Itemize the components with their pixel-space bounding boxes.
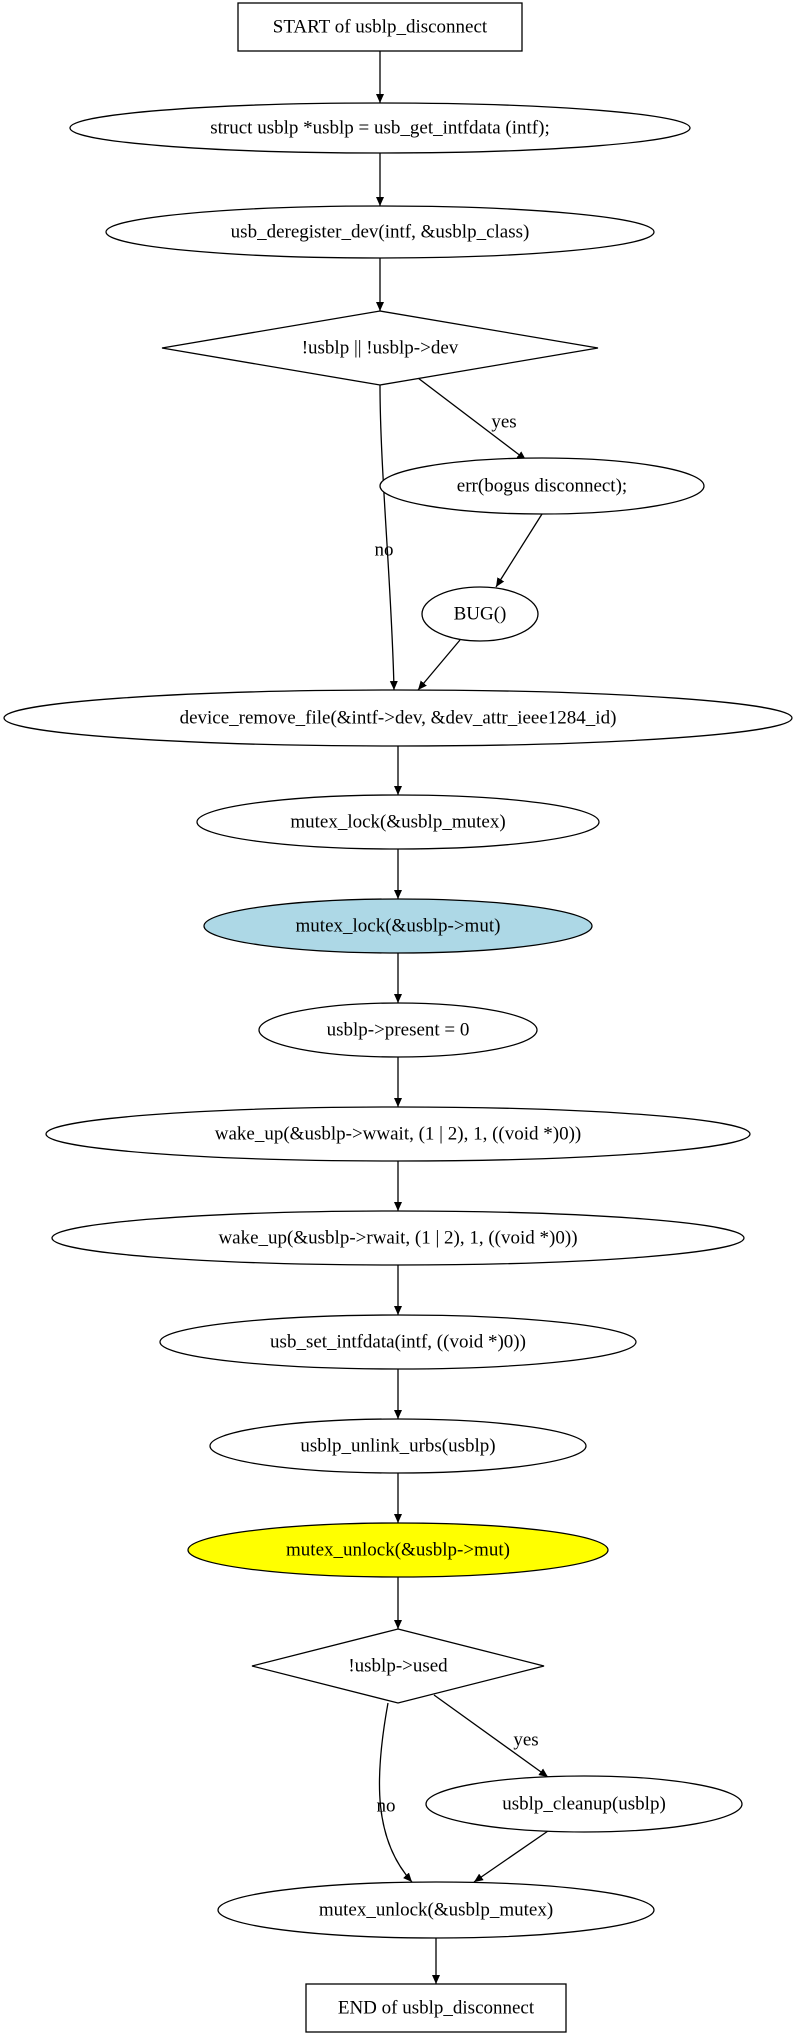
node-diamond <box>251 1628 545 1704</box>
node-label: usb_set_intfdata(intf, ((void *)0)) <box>270 1332 526 1353</box>
node-label: wake_up(&usblp->wwait, (1 | 2), 1, ((voi… <box>215 1124 581 1145</box>
node-get-intf: struct usblp *usblp = usb_get_intfdata (… <box>69 102 691 154</box>
edge-check_used-to-unlock_mutex: no <box>377 1702 413 1883</box>
node-ellipse <box>3 689 793 747</box>
node-label: err(bogus disconnect); <box>457 476 627 497</box>
edge-line <box>378 1702 413 1883</box>
node-ellipse <box>379 457 705 515</box>
node-label: mutex_unlock(&usblp->mut) <box>286 1540 510 1561</box>
node-ellipse <box>159 1314 637 1370</box>
edge-label-no: no <box>375 540 394 561</box>
node-ellipse <box>425 1775 743 1833</box>
node-err: err(bogus disconnect); <box>379 457 705 515</box>
edge-label-no: no <box>377 1796 396 1817</box>
node-wake-w: wake_up(&usblp->wwait, (1 | 2), 1, ((voi… <box>45 1106 751 1162</box>
node-label: wake_up(&usblp->rwait, (1 | 2), 1, ((voi… <box>218 1228 577 1249</box>
node-label: START of usblp_disconnect <box>273 17 488 38</box>
node-check-dev: !usblp || !usblp->dev <box>161 310 599 386</box>
edge-line <box>495 513 543 588</box>
node-ellipse <box>196 794 600 850</box>
node-remove-file: device_remove_file(&intf->dev, &dev_attr… <box>3 689 793 747</box>
node-unlock-mut: mutex_unlock(&usblp->mut) <box>187 1522 609 1578</box>
edge-label-yes: yes <box>513 1730 538 1751</box>
node-lock-mutex: mutex_lock(&usblp_mutex) <box>196 794 600 850</box>
node-ellipse <box>203 898 593 954</box>
node-label: mutex_lock(&usblp->mut) <box>296 916 501 937</box>
node-lock-mut: mutex_lock(&usblp->mut) <box>203 898 593 954</box>
node-diamond <box>161 310 599 386</box>
node-cleanup: usblp_cleanup(usblp) <box>425 1775 743 1833</box>
node-label: BUG() <box>454 604 507 625</box>
node-label: mutex_unlock(&usblp_mutex) <box>319 1900 553 1921</box>
node-label: !usblp || !usblp->dev <box>302 338 459 359</box>
node-check-used: !usblp->used <box>251 1628 545 1704</box>
edge-check_dev-to-remove_file: no <box>375 384 398 691</box>
edge-line <box>417 639 461 691</box>
node-deregister: usb_deregister_dev(intf, &usblp_class) <box>105 205 655 259</box>
node-ellipse <box>187 1522 609 1578</box>
node-label: device_remove_file(&intf->dev, &dev_attr… <box>180 708 617 729</box>
node-ellipse <box>51 1210 745 1266</box>
edge-line <box>379 384 398 691</box>
node-ellipse <box>217 1881 655 1939</box>
edge-label-yes: yes <box>491 412 516 433</box>
node-ellipse <box>209 1418 587 1474</box>
edge-check_used-to-cleanup: yes <box>433 1694 549 1778</box>
node-label: mutex_lock(&usblp_mutex) <box>290 812 505 833</box>
edges-layer: yes no yes no <box>375 51 549 1984</box>
node-label: usblp_cleanup(usblp) <box>502 1794 666 1815</box>
node-unlock-mutex: mutex_unlock(&usblp_mutex) <box>217 1881 655 1939</box>
node-end: END of usblp_disconnect <box>305 1983 567 2033</box>
node-label: usb_deregister_dev(intf, &usblp_class) <box>231 222 530 243</box>
node-unlink: usblp_unlink_urbs(usblp) <box>209 1418 587 1474</box>
node-label: usblp->present = 0 <box>327 1020 470 1041</box>
edge-line <box>417 377 527 461</box>
node-box <box>305 1983 567 2033</box>
node-start: START of usblp_disconnect <box>237 2 523 52</box>
node-present: usblp->present = 0 <box>258 1002 538 1058</box>
edge-check_dev-to-err: yes <box>417 377 527 461</box>
node-label: END of usblp_disconnect <box>338 1998 535 2019</box>
node-ellipse <box>105 205 655 259</box>
edge-bug-to-remove_file <box>417 639 461 691</box>
node-set-intf: usb_set_intfdata(intf, ((void *)0)) <box>159 1314 637 1370</box>
node-label: !usblp->used <box>348 1656 448 1677</box>
node-ellipse <box>258 1002 538 1058</box>
edge-cleanup-to-unlock_mutex <box>473 1830 549 1883</box>
node-wake-r: wake_up(&usblp->rwait, (1 | 2), 1, ((voi… <box>51 1210 745 1266</box>
node-label: usblp_unlink_urbs(usblp) <box>300 1436 495 1457</box>
node-label: struct usblp *usblp = usb_get_intfdata (… <box>210 118 549 139</box>
node-ellipse <box>69 102 691 154</box>
node-ellipse <box>45 1106 751 1162</box>
node-bug: BUG() <box>421 586 539 642</box>
edge-line <box>433 1694 549 1778</box>
edge-err-to-bug <box>495 513 543 588</box>
node-box <box>237 2 523 52</box>
node-ellipse <box>421 586 539 642</box>
edge-line <box>473 1830 549 1883</box>
